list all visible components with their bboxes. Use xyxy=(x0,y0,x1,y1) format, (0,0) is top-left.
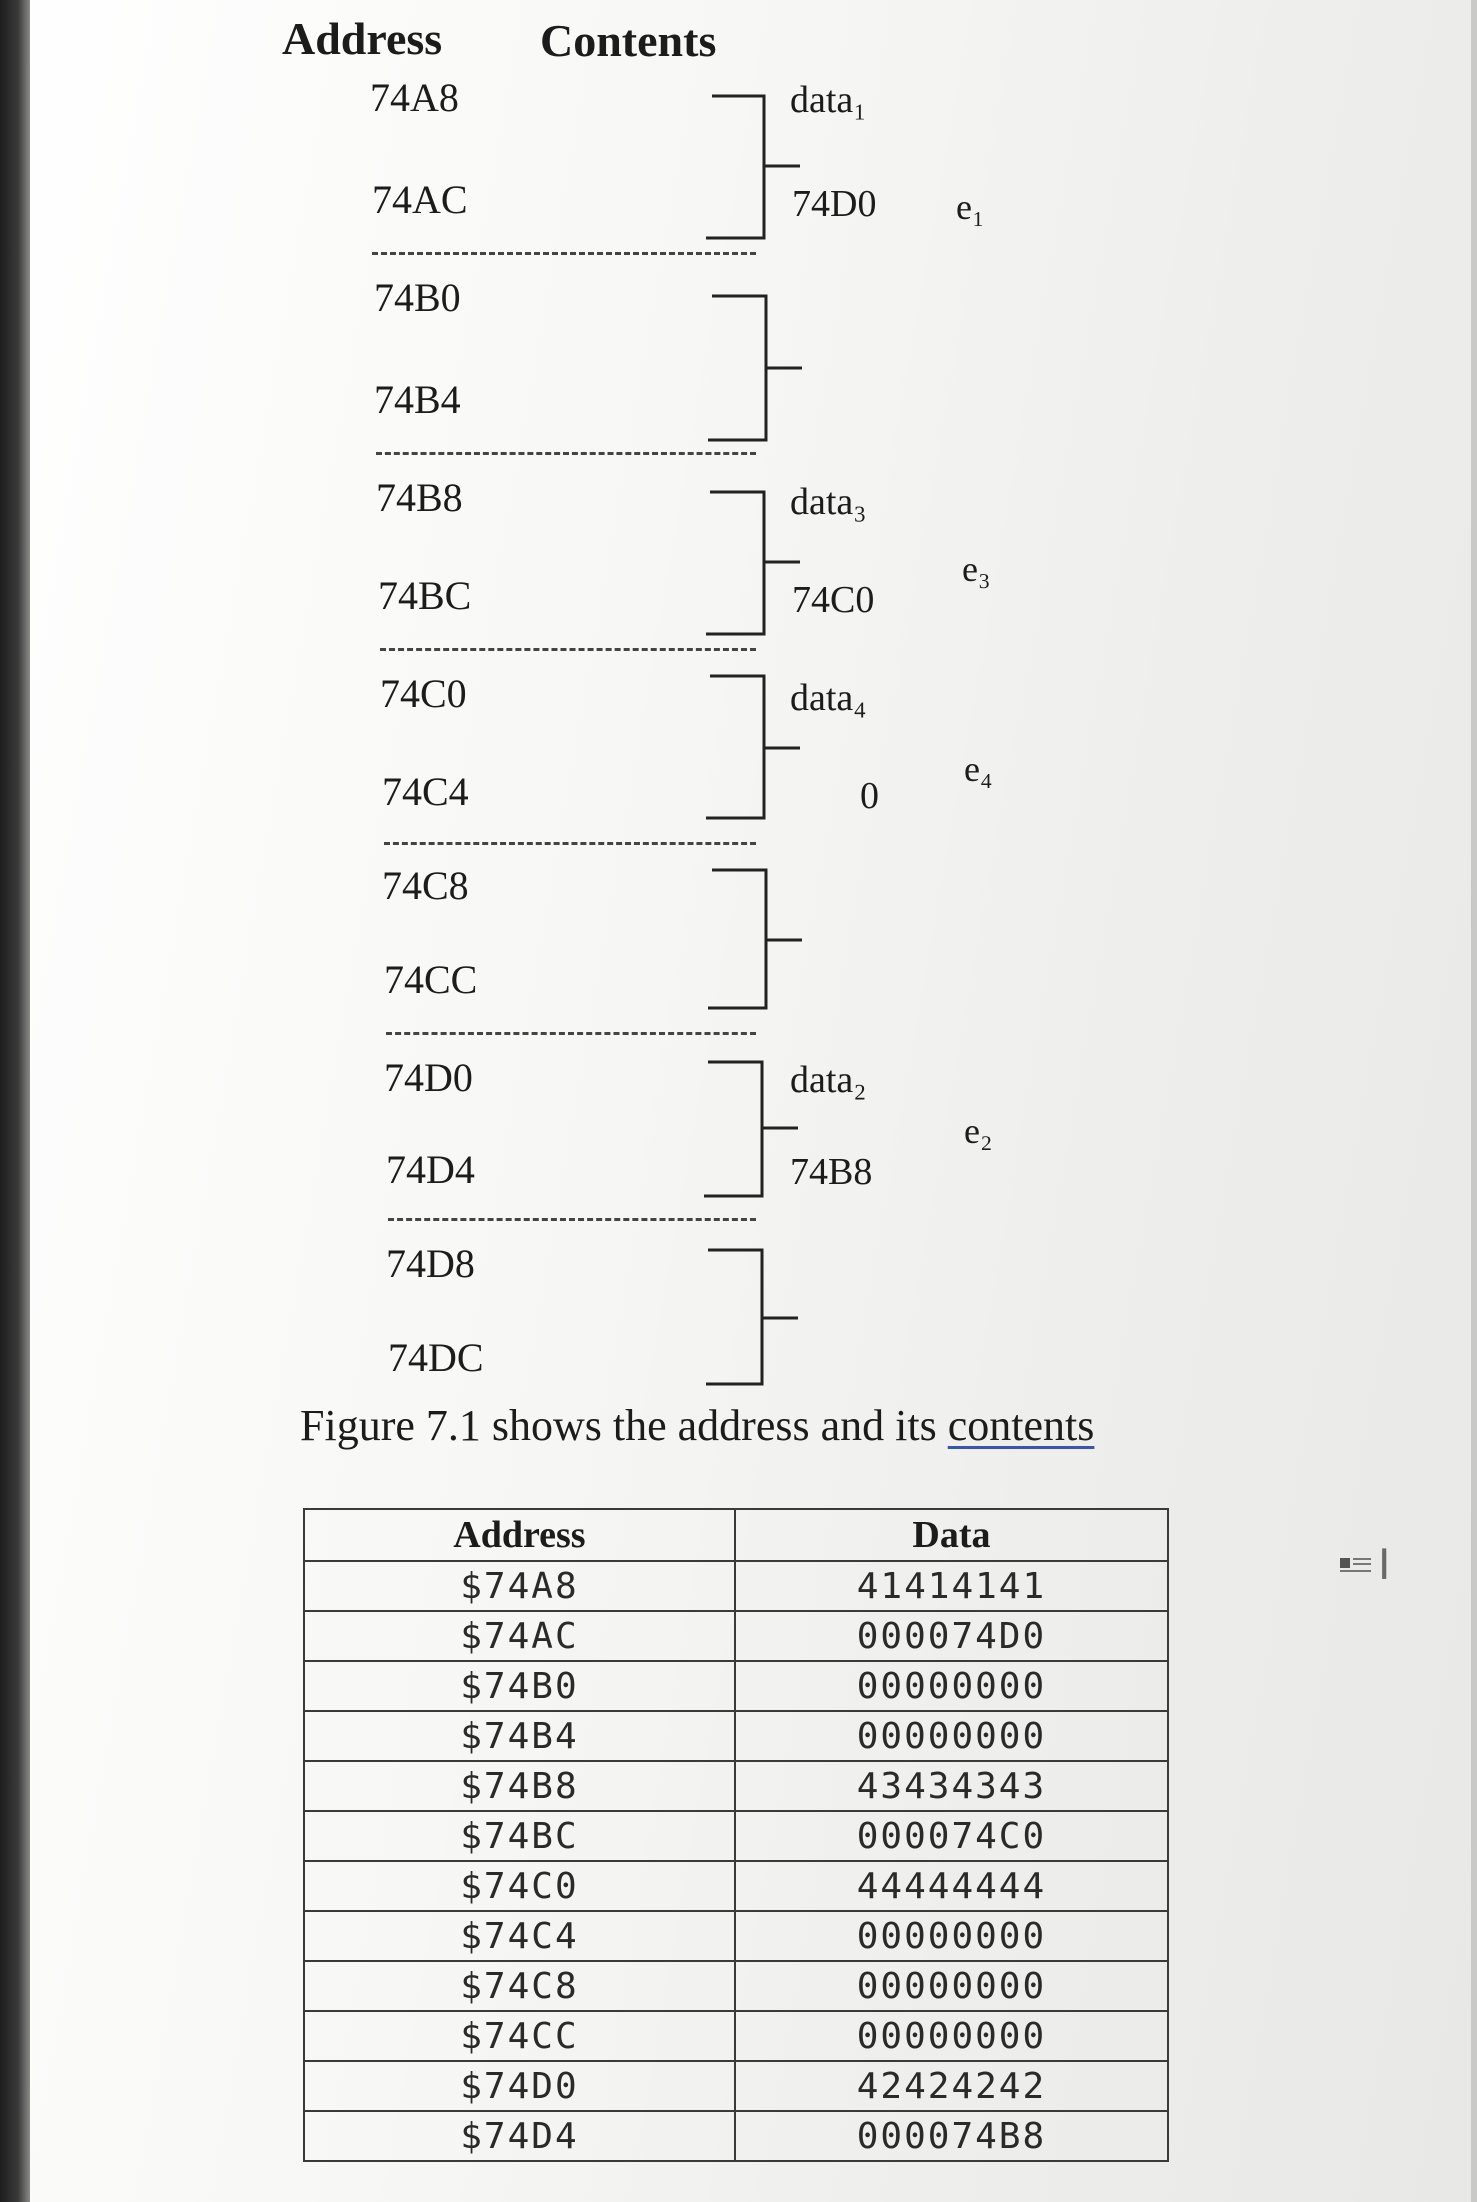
column-header-data: Data xyxy=(733,1508,1170,1562)
edge-label: e₃ xyxy=(962,549,991,589)
node-separator xyxy=(386,1032,756,1035)
node-bracket xyxy=(706,1248,798,1386)
address-cell: $74D4 xyxy=(303,2110,736,2162)
data-cell: 00000000 xyxy=(733,1910,1170,1962)
paragraph-options-icon[interactable] xyxy=(1340,1554,1372,1574)
data-cell: 00000000 xyxy=(733,2010,1170,2062)
data-cell: 00000000 xyxy=(733,1710,1170,1762)
address-label: 74B8 xyxy=(376,475,463,520)
node-separator xyxy=(376,452,756,455)
edge-label: e₄ xyxy=(964,749,993,789)
data-cell: 41414141 xyxy=(733,1560,1170,1612)
data-cell: 000074D0 xyxy=(733,1610,1170,1662)
node-link: 0 xyxy=(860,775,879,817)
address-cell: $74B4 xyxy=(303,1710,736,1762)
edge-label: e₁ xyxy=(956,187,985,227)
address-label: 74B0 xyxy=(374,275,461,320)
node-bracket xyxy=(704,1060,798,1198)
node-link: 74C0 xyxy=(792,579,875,621)
node-brackets xyxy=(704,94,802,1386)
address-label: 74DC xyxy=(388,1335,484,1380)
address-cell: $74CC xyxy=(303,2010,736,2062)
node-data: data₃ xyxy=(790,481,867,523)
node-separator xyxy=(388,1218,756,1221)
address-label: 74D0 xyxy=(384,1055,473,1100)
address-cell: $74B8 xyxy=(303,1760,736,1812)
address-cell: $74C0 xyxy=(303,1860,736,1912)
data-cell: 00000000 xyxy=(733,1960,1170,2012)
address-label: 74D8 xyxy=(386,1241,475,1286)
address-cell: $74D0 xyxy=(303,2060,736,2112)
address-cell: $74B0 xyxy=(303,1660,736,1712)
data-cell: 43434343 xyxy=(733,1760,1170,1812)
node-bracket xyxy=(708,294,802,442)
node-bracket xyxy=(706,94,800,240)
monitor-bezel-right xyxy=(1471,0,1477,2202)
node-data: data₁ xyxy=(790,79,867,121)
monitor-bezel-left xyxy=(0,0,30,2202)
node-separator xyxy=(380,648,756,651)
address-cell: $74AC xyxy=(303,1610,736,1662)
address-label: 74BC xyxy=(378,573,472,618)
node-link: 74B8 xyxy=(790,1151,873,1193)
contents-header: Contents xyxy=(540,15,717,66)
address-cell: $74C8 xyxy=(303,1960,736,2012)
data-cell: 00000000 xyxy=(733,1660,1170,1712)
address-label: 74AC xyxy=(372,177,468,222)
node-separator xyxy=(372,252,756,255)
data-cell: 000074C0 xyxy=(733,1810,1170,1862)
node-bracket xyxy=(706,674,800,820)
caption-text: Figure 7.1 shows the address and its xyxy=(300,1401,948,1450)
node-bracket xyxy=(706,490,800,636)
node-bracket xyxy=(708,868,802,1010)
text-cursor-icon: I xyxy=(1378,1540,1391,1589)
address-label: 74A8 xyxy=(370,75,459,120)
address-header: Address xyxy=(282,13,443,64)
data-cell: 42424242 xyxy=(733,2060,1170,2112)
address-cell: $74A8 xyxy=(303,1560,736,1612)
address-cell: $74C4 xyxy=(303,1910,736,1962)
data-cell: 44444444 xyxy=(733,1860,1170,1912)
column-header-address: Address xyxy=(303,1508,736,1562)
node-data: data₂ xyxy=(790,1059,867,1101)
address-label: 74C0 xyxy=(380,671,467,716)
address-label: 74D4 xyxy=(386,1147,475,1192)
node-separator xyxy=(384,842,756,845)
address-label: 74CC xyxy=(384,957,478,1002)
address-label: 74C8 xyxy=(382,863,469,908)
address-label: 74C4 xyxy=(382,769,469,814)
address-label: 74B4 xyxy=(374,377,461,422)
edge-label: e₂ xyxy=(964,1111,993,1151)
table-header-row: Address Data xyxy=(303,1508,1170,1562)
node-data: data₄ xyxy=(790,677,867,719)
figure-caption: Figure 7.1 shows the address and its con… xyxy=(300,1400,1094,1451)
address-cell: $74BC xyxy=(303,1810,736,1862)
caption-underlined-word: contents xyxy=(947,1401,1095,1450)
node-link: 74D0 xyxy=(792,183,877,225)
data-cell: 000074B8 xyxy=(733,2110,1170,2162)
